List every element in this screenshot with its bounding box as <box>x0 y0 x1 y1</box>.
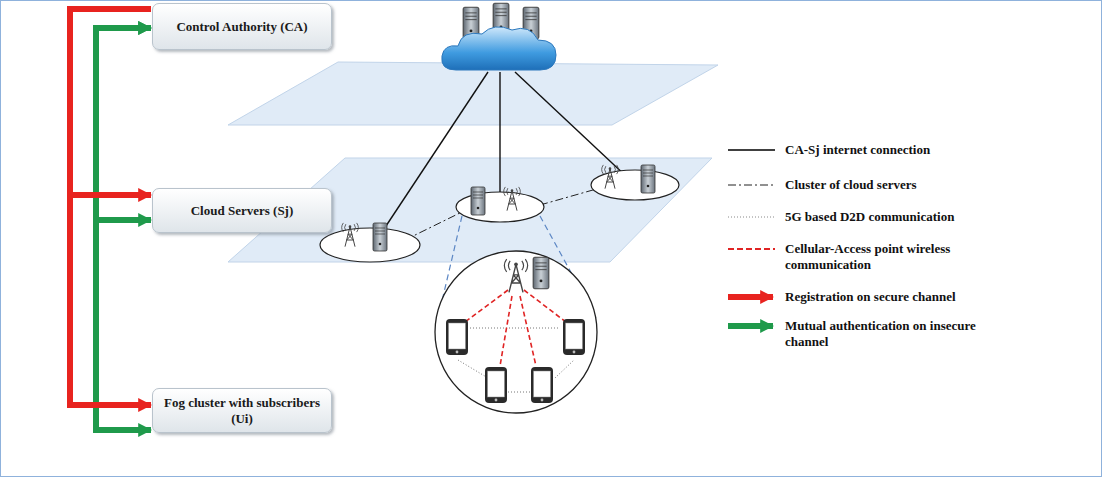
server-cell <box>320 228 420 262</box>
authentication-arrow <box>96 28 151 430</box>
phone-icon <box>563 319 585 355</box>
registration-arrow <box>70 9 151 195</box>
legend-label: Cellular-Access point wireless communica… <box>785 241 950 272</box>
legend-label: CA-Sj internet connection <box>785 142 930 157</box>
server-icon <box>641 165 655 193</box>
legend-line-sample <box>728 185 775 186</box>
legend-arrow-sample <box>728 323 773 329</box>
legend-item: Registration on secure channel <box>785 289 1000 305</box>
label-box: Cloud Servers (Sj) <box>152 188 332 233</box>
cellular-links <box>465 290 566 366</box>
tower-icon <box>602 165 619 189</box>
legend-item: Cluster of cloud servers <box>785 177 1000 193</box>
authentication-arrow <box>96 28 151 220</box>
legend-item: Mutual authentication on insecure channe… <box>785 318 1000 350</box>
internet-links <box>382 72 628 232</box>
server-icon <box>533 257 549 289</box>
phone-icon <box>446 319 468 355</box>
legend-label: Cluster of cloud servers <box>785 177 917 192</box>
label-box: Control Authority (CA) <box>152 3 332 50</box>
label-box: Fog cluster with subscribers (Ui) <box>152 388 332 433</box>
server-cell <box>456 192 544 222</box>
legend-item: Cellular-Access point wireless communica… <box>785 241 1000 273</box>
legend-samples <box>728 150 775 326</box>
legend-label: 5G based D2D communication <box>785 209 954 224</box>
server-icon <box>471 187 485 215</box>
registration-arrow <box>70 9 151 405</box>
cloud-icon <box>442 27 556 70</box>
legend-label: Mutual authentication on insecure channe… <box>785 318 976 349</box>
legend-line-sample <box>728 217 775 218</box>
legend-arrow-sample <box>728 294 773 300</box>
fog-cluster-circle <box>435 251 597 413</box>
box-label: Fog cluster with subscribers (Ui) <box>161 395 323 427</box>
server-cluster-links <box>405 188 600 240</box>
server-cell <box>591 170 679 200</box>
legend-item: 5G based D2D communication <box>785 209 1000 225</box>
tower-icon <box>504 187 521 211</box>
legend-label: Registration on secure channel <box>785 289 956 304</box>
phone-icon <box>485 367 507 403</box>
phone-icon <box>531 367 553 403</box>
legend-line-sample <box>728 149 775 151</box>
d2d-links <box>458 328 574 392</box>
legend-item: CA-Sj internet connection <box>785 142 1000 158</box>
server-icon <box>373 223 387 251</box>
legend-line-sample <box>728 248 775 250</box>
box-label: Cloud Servers (Sj) <box>191 203 294 219</box>
tower-icon <box>342 223 359 247</box>
box-label: Control Authority (CA) <box>176 19 307 35</box>
tower-icon <box>504 259 527 292</box>
